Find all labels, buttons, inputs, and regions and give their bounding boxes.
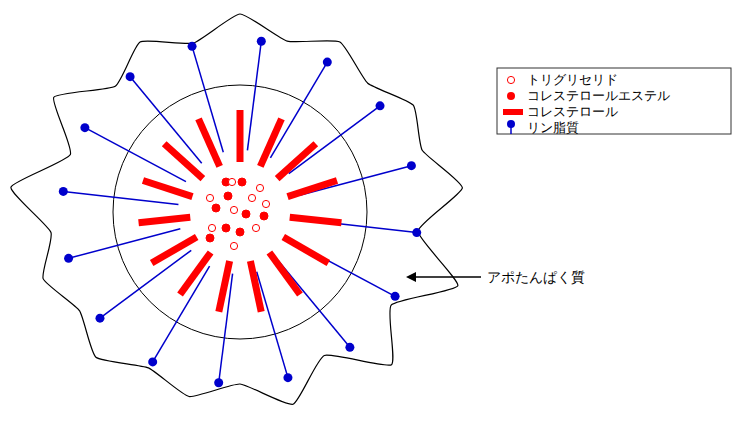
cholesterol-bar [269, 252, 300, 294]
phospholipid-tail [153, 266, 210, 362]
phospholipid-tail [247, 41, 261, 150]
phospholipid-head [345, 343, 354, 352]
cholesterol-bar [219, 261, 230, 312]
cholesterol-bar [250, 261, 261, 312]
phospholipid-head [148, 357, 157, 366]
cholesterol-bar [290, 217, 342, 222]
triglyceride [256, 184, 263, 191]
triglyceride [208, 224, 215, 231]
cholesterol-bar [237, 110, 244, 162]
phospholipid-tail [63, 191, 178, 204]
cholesterol-bar [152, 237, 197, 263]
cholesterol-ester [222, 224, 230, 232]
triglyceride [206, 194, 213, 201]
cholesterol-bar [139, 217, 191, 222]
phospholipid-head [257, 37, 266, 46]
phospholipid-tail [85, 128, 186, 182]
phospholipid-tail [100, 250, 191, 318]
cholesterol-bar [277, 144, 316, 179]
cholesterol-bar [199, 119, 220, 167]
cholesterol-bar [260, 119, 281, 167]
cholesterol-bar [143, 180, 192, 196]
triglyceride [228, 178, 235, 185]
apoprotein-outline [11, 14, 462, 404]
core-lipids [206, 178, 270, 250]
cholesterol-bar [180, 252, 211, 294]
leader-arrowhead [406, 272, 416, 282]
legend-samples [503, 76, 523, 134]
legend-label: リン脂質 [527, 120, 579, 136]
triglyceride [252, 224, 259, 231]
core-boundary [113, 85, 367, 339]
cholesterol-bar [288, 180, 337, 196]
phospholipid-sample-tail [510, 124, 512, 134]
phospholipid-head [283, 373, 292, 382]
cholesterol-ester [242, 210, 250, 218]
triglyceride [230, 206, 237, 213]
phospholipid-head [214, 378, 223, 387]
phospholipid-head [59, 187, 68, 196]
phospholipid-head [64, 254, 73, 263]
phospholipid-head [407, 161, 416, 170]
cholesterol-bar [164, 144, 203, 179]
triglyceride [248, 194, 255, 201]
phospholipid-head [391, 292, 400, 301]
leader-line [414, 276, 481, 278]
phospholipid-tail [270, 62, 327, 158]
phospholipid-head [80, 123, 89, 132]
cholesterol-bar [283, 237, 328, 263]
cholesterol-group [139, 110, 342, 312]
legend-label: トリグリセリド [527, 72, 618, 88]
cholesterol-ester [238, 178, 246, 186]
cholesterol-ester-sample [507, 92, 515, 100]
cholesterol-ester [260, 212, 268, 220]
phospholipid-head [188, 42, 197, 51]
phospholipid-tail [257, 272, 288, 378]
callout-label: アポたんぱく質 [487, 268, 585, 286]
phospholipid-tail [289, 106, 380, 174]
phospholipid-head [323, 58, 332, 67]
phospholipid-head [126, 72, 135, 81]
triglyceride [230, 242, 237, 249]
triglyceride [262, 200, 269, 207]
phospholipid-head [412, 228, 421, 237]
phospholipid-head [376, 101, 385, 110]
cholesterol-ester [206, 234, 214, 242]
phospholipid-tail [300, 166, 412, 196]
phospholipid-head [95, 314, 104, 323]
legend-label: コレステロールエステル [527, 88, 670, 104]
phospholipid-group [59, 37, 421, 388]
cholesterol-ester [212, 204, 220, 212]
cholesterol-sample [503, 109, 523, 115]
triglyceride-sample [507, 76, 514, 83]
cholesterol-ester [236, 228, 244, 236]
legend-label: コレステロール [527, 104, 618, 120]
cholesterol-ester [224, 192, 232, 200]
phospholipid-tail [130, 77, 202, 164]
